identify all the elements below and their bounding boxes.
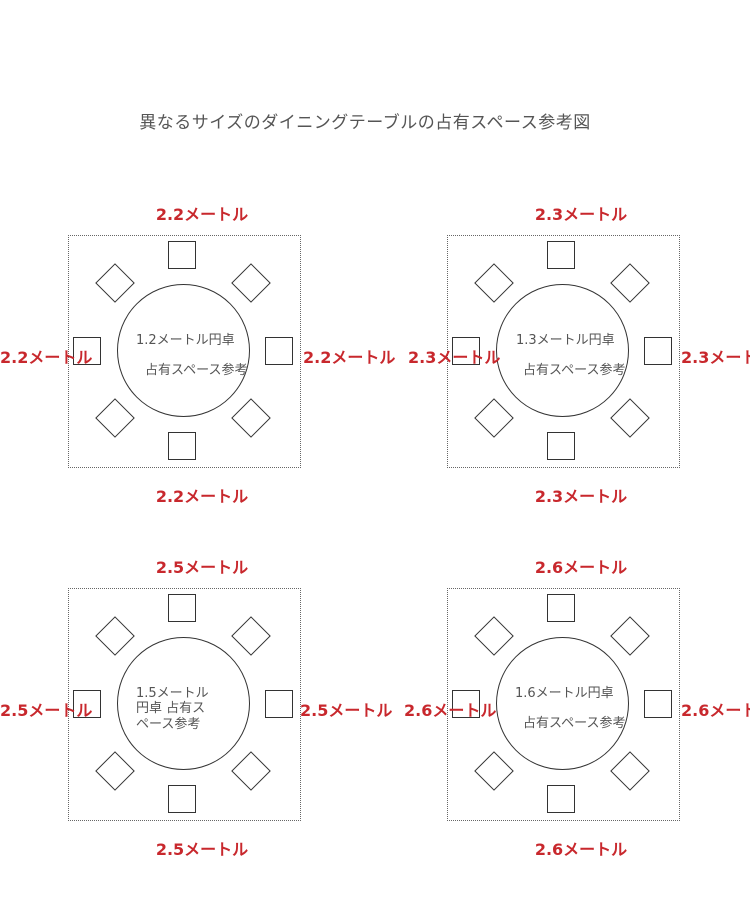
chair-left [452, 690, 480, 718]
chair-top [168, 241, 196, 269]
round-table [117, 284, 250, 417]
occupied-space-boundary [447, 588, 680, 821]
table-space-label: 占有スペース参考 [145, 363, 248, 378]
round-table [496, 637, 629, 770]
table-space-label-cont: ペース参考 [136, 717, 201, 732]
chair-bottom [547, 785, 575, 813]
dimension-top: 2.6メートル [534, 558, 628, 577]
round-table [496, 284, 629, 417]
dimension-bottom: 2.2メートル [155, 487, 249, 506]
round-table [117, 637, 250, 770]
table-space-label: 占有スペース参考 [523, 363, 626, 378]
chair-right [644, 337, 672, 365]
chair-left [73, 690, 101, 718]
table-size-label: 1.3メートル円卓 [516, 333, 615, 348]
diagram-title: 異なるサイズのダイニングテーブルの占有スペース参考図 [139, 113, 591, 133]
chair-bottom [168, 785, 196, 813]
dimension-bottom: 2.3メートル [534, 487, 628, 506]
dimension-left: 2.3メートル [408, 348, 501, 367]
occupied-space-boundary [68, 588, 301, 821]
chair-top [547, 594, 575, 622]
chair-right [644, 690, 672, 718]
dimension-bottom: 2.5メートル [155, 840, 249, 859]
occupied-space-boundary [447, 235, 680, 468]
dimension-right: 2.6メートル [681, 701, 750, 720]
dimension-bottom: 2.6メートル [534, 840, 628, 859]
dimension-top: 2.3メートル [534, 205, 628, 224]
chair-right [265, 690, 293, 718]
dimension-top: 2.5メートル [155, 558, 249, 577]
table-size-label: 1.6メートル円卓 [515, 686, 614, 701]
chair-bottom [168, 432, 196, 460]
chair-top [168, 594, 196, 622]
chair-bottom [547, 432, 575, 460]
dimension-left: 2.2メートル [0, 348, 93, 367]
chair-left [73, 337, 101, 365]
table-space-label: 円卓 占有ス [136, 701, 206, 716]
occupied-space-boundary [68, 235, 301, 468]
dimension-top: 2.2メートル [155, 205, 249, 224]
table-space-label: 占有スペース参考 [523, 716, 626, 731]
chair-top [547, 241, 575, 269]
table-size-label: 1.2メートル円卓 [136, 333, 235, 348]
chair-right [265, 337, 293, 365]
dimension-left: 2.6メートル [404, 701, 497, 720]
table-size-label: 1.5メートル [136, 686, 209, 701]
dimension-right: 2.5メートル [300, 701, 393, 720]
chair-left [452, 337, 480, 365]
dimension-right: 2.3メートル [681, 348, 750, 367]
dimension-right: 2.2メートル [303, 348, 396, 367]
dimension-left: 2.5メートル [0, 701, 93, 720]
